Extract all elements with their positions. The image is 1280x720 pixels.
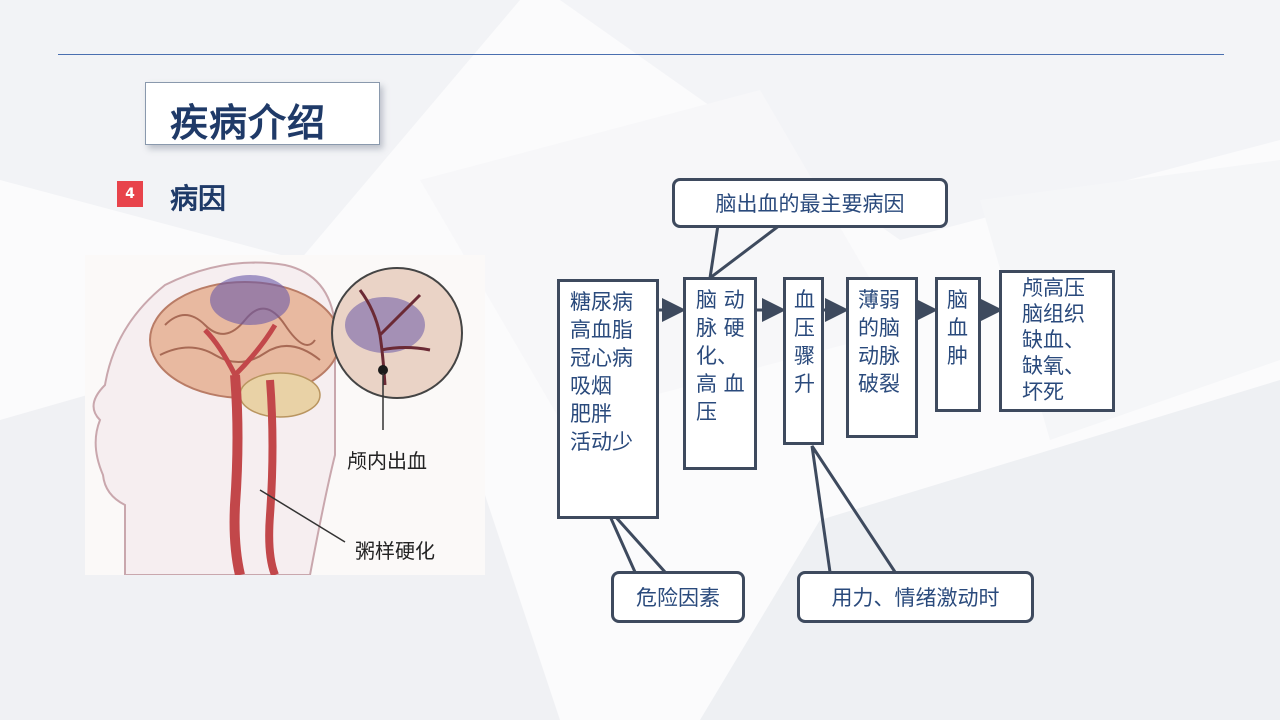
callout-trigger: 用力、情绪激动时 [797,571,1034,623]
flow-box-bp-surge: 血 压 骤 升 [783,277,824,445]
flow-box-risk-factors: 糖尿病 高血脂 冠心病 吸烟 肥胖 活动少 [557,279,659,519]
title-frame [145,82,380,145]
section-number-badge: 4 [117,181,143,207]
carotid-artery [229,374,245,575]
callout-main-cause: 脑出血的最主要病因 [672,178,948,228]
flow-box-artery-rupture: 薄弱 的脑 动脉 破裂 [846,277,918,438]
slide-title: 疾病介绍 [170,101,327,145]
pointer-trigger [810,445,897,573]
label-atherosclerosis: 粥样硬化 [355,539,435,563]
hemorrhage-zone [210,275,290,325]
brain-anatomy-illustration [85,255,485,575]
callout-risk-factors: 危险因素 [611,571,745,623]
flow-box-arteriosclerosis: 脑 动 脉 硬 化、 高 血 压 [683,277,757,470]
top-divider-line [58,54,1224,55]
flow-box-hematoma: 脑 血 肿 [935,277,981,412]
pointer-main-cause [707,223,781,282]
label-intracranial-hemorrhage: 颅内出血 [347,449,427,473]
flow-box-outcome: 颅高压 脑组织 缺血、 缺氧、 坏死 [999,270,1115,412]
section-title: 病因 [170,182,227,215]
